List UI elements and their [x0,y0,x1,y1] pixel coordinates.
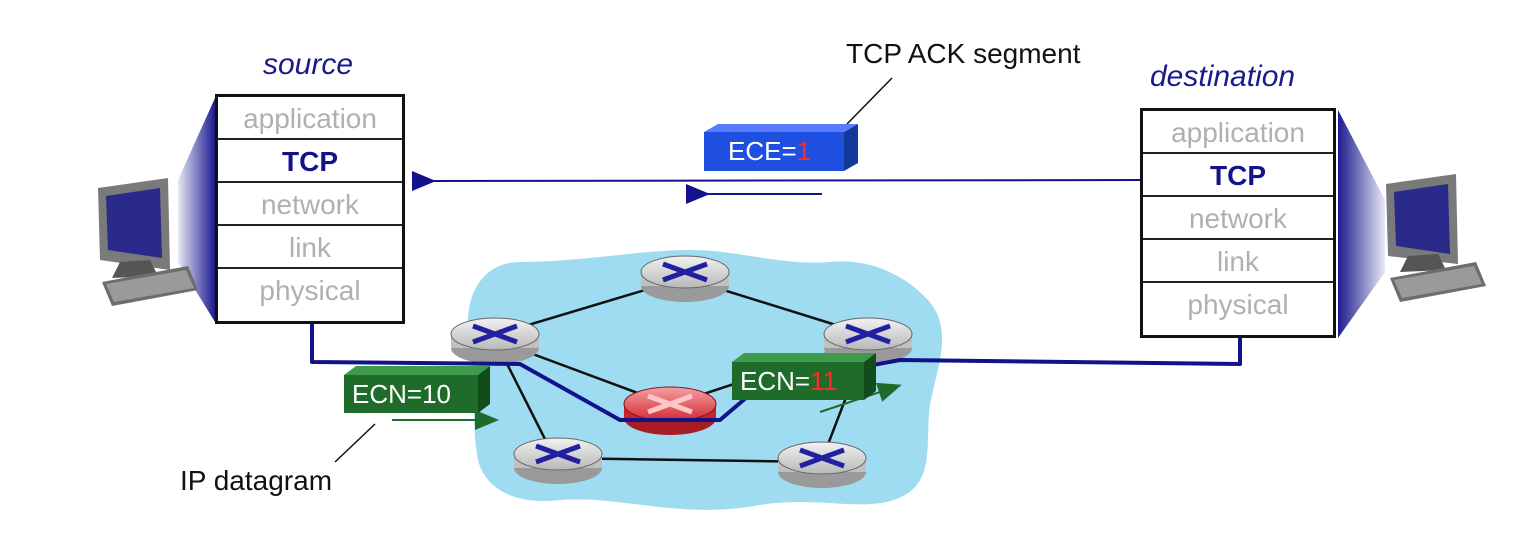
destination-layer-physical: physical [1187,289,1289,320]
source-title: source [263,48,354,81]
destination-layer-link: link [1143,240,1333,283]
ecn-out-prefix: ECN= [740,366,811,396]
destination-layer-application: application [1143,111,1333,154]
ecn-out-label: ECN=11 [740,366,837,397]
router-left [450,317,540,364]
router-right [823,317,913,364]
router-congested [623,386,717,435]
ip-datagram-label: IP datagram [180,465,333,496]
ack-arrow [411,171,1157,192]
ack-packet-label: ECE=1 [728,136,811,167]
ecn-in-value: 10 [422,379,451,409]
ack-packet-prefix: ECE= [728,136,797,166]
ecn-in-prefix: ECN= [352,379,423,409]
ecn-in-packet [344,366,490,413]
ack-segment-label: TCP ACK segment [846,38,1081,69]
source-layer-tcp: TCP [218,140,402,183]
ack-leader-line [846,77,893,125]
router-bottom-left [513,437,603,484]
destination-layer-network: network [1143,197,1333,240]
ecn-in-label: ECN=10 [352,379,451,410]
source-layer-application: application [218,97,402,140]
destination-computer-icon [1386,174,1486,302]
destination-protocol-stack: application TCP network link physical [1140,108,1336,338]
destination-layer-tcp: TCP [1143,154,1333,197]
source-layer-network: network [218,183,402,226]
router-top [640,255,730,302]
datagram-leader-line [334,423,376,463]
destination-title: destination [1150,60,1296,93]
ece-flag-value: 1 [796,136,812,166]
source-computer-icon [98,178,198,306]
source-layer-link: link [218,226,402,269]
ecn-out-packet [732,353,876,400]
destination-beam [1338,110,1385,338]
source-protocol-stack: application TCP network link physical [215,94,405,324]
router-bottom-right [777,441,867,488]
source-layer-physical: physical [259,275,361,306]
source-beam [178,98,215,322]
ecn-out-flag-value: 11 [810,366,838,396]
ack-packet [704,124,858,171]
data-path [310,187,1242,422]
